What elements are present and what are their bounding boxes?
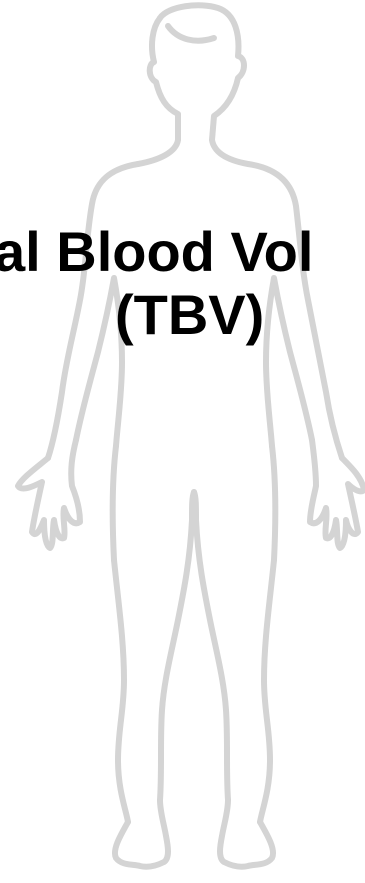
- left-leg-inner: [160, 492, 194, 800]
- right-hip: [272, 446, 275, 560]
- left-hand: [18, 440, 80, 548]
- hair-outline: [138, 18, 178, 164]
- left-leg-outer: [114, 560, 128, 822]
- right-leg-inner: [194, 492, 228, 800]
- label-line-2: (TBV): [115, 287, 365, 343]
- left-hip: [113, 446, 116, 560]
- hairline: [168, 26, 214, 41]
- label-line-1: al Blood Vol: [0, 224, 359, 280]
- right-hand: [310, 440, 364, 548]
- right-leg-outer: [260, 560, 274, 822]
